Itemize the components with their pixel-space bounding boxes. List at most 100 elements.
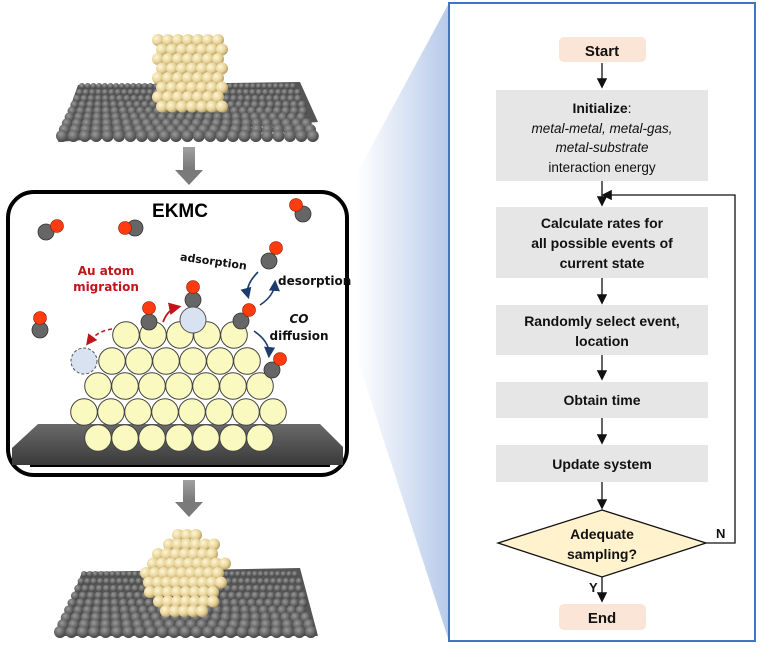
substrate-atom bbox=[281, 100, 291, 109]
au-atom bbox=[111, 424, 139, 452]
au-atom bbox=[165, 557, 177, 570]
substrate-atom bbox=[238, 130, 251, 142]
substrate-atom bbox=[222, 94, 231, 103]
substrate-atom bbox=[190, 626, 203, 638]
substrate-atom bbox=[238, 83, 245, 89]
substrate-atom bbox=[168, 626, 180, 638]
substrate-atom bbox=[213, 626, 226, 638]
start-label: Start bbox=[585, 43, 619, 60]
au-atom bbox=[183, 557, 195, 570]
au-atom bbox=[176, 62, 188, 75]
substrate-atom bbox=[93, 100, 103, 109]
substrate-atom bbox=[236, 626, 249, 638]
substrate-atom bbox=[281, 88, 289, 96]
au-atom bbox=[212, 567, 224, 579]
no-label: N bbox=[716, 526, 725, 541]
substrate-atom bbox=[77, 577, 85, 585]
substrate-atom bbox=[93, 598, 103, 608]
au-atom bbox=[192, 53, 204, 65]
flowchart: Start Initialize: metal-metal, metal-gas… bbox=[448, 2, 756, 642]
substrate-atom bbox=[215, 130, 228, 142]
au-atom bbox=[189, 586, 201, 598]
au-atom bbox=[169, 605, 181, 617]
substrate-atom bbox=[250, 577, 258, 585]
carbon-atom bbox=[184, 291, 202, 309]
substrate-atom bbox=[231, 584, 239, 593]
au-atom bbox=[152, 91, 164, 103]
oxygen-atom bbox=[242, 303, 256, 317]
au-atom bbox=[111, 372, 139, 400]
au-atom bbox=[212, 91, 224, 103]
au-atom bbox=[172, 53, 184, 65]
initialize-line-3: metal-substrate bbox=[555, 140, 648, 155]
substrate-atom bbox=[272, 83, 279, 89]
substrate-atom bbox=[96, 577, 104, 585]
decision-line-2: sampling? bbox=[567, 546, 637, 562]
substrate-atom bbox=[234, 100, 244, 109]
substrate-atom bbox=[251, 94, 259, 103]
substrate-atom bbox=[230, 88, 237, 96]
substrate-atom bbox=[113, 130, 125, 142]
substrate-atom bbox=[102, 584, 111, 593]
au-atom bbox=[185, 567, 197, 579]
substrate-atom bbox=[92, 571, 99, 577]
au-atom bbox=[152, 72, 164, 84]
substrate-atom bbox=[266, 584, 275, 593]
au-atom bbox=[207, 586, 219, 598]
au-atom bbox=[166, 62, 178, 75]
au-atom bbox=[149, 567, 161, 579]
substrate-atom bbox=[116, 94, 124, 103]
substrate-atom bbox=[274, 88, 282, 96]
au-atom bbox=[206, 576, 218, 589]
substrate-atom bbox=[304, 626, 317, 638]
au-atom bbox=[186, 81, 198, 94]
au-atom bbox=[166, 43, 178, 56]
calculate-rates-line-2: all possible events of bbox=[531, 235, 673, 251]
substrate-atom bbox=[158, 130, 171, 142]
substrate-atom bbox=[244, 83, 251, 89]
substrate-atom bbox=[56, 130, 68, 142]
substrate-atom bbox=[122, 626, 135, 638]
substrate-atom bbox=[94, 94, 103, 103]
substrate-atom bbox=[261, 83, 268, 89]
substrate-atom bbox=[238, 598, 248, 608]
migration-arrow-dashed bbox=[86, 328, 113, 346]
substrate-atom bbox=[284, 83, 291, 89]
substrate-atom bbox=[170, 130, 182, 142]
substrate-atom bbox=[272, 598, 282, 608]
au-atom bbox=[216, 81, 228, 94]
au-atom bbox=[162, 586, 174, 598]
carbon-atom bbox=[263, 361, 281, 379]
substrate-atom bbox=[148, 100, 157, 109]
substrate-atom bbox=[284, 130, 296, 142]
au-atom bbox=[178, 605, 190, 617]
substrate-atom bbox=[298, 591, 307, 600]
substrate-atom bbox=[80, 94, 88, 103]
substrate-atom bbox=[221, 598, 231, 608]
substrate-atom bbox=[266, 591, 276, 600]
substrate-atom bbox=[120, 571, 127, 577]
substrate-atom bbox=[238, 584, 246, 593]
substrate-atom bbox=[278, 83, 285, 89]
au-atom bbox=[172, 91, 184, 103]
substrate-atom bbox=[286, 571, 293, 577]
substrate-atom bbox=[269, 571, 276, 577]
au-atom bbox=[176, 43, 188, 56]
substrate-atom bbox=[141, 83, 148, 89]
substrate-atom bbox=[131, 584, 139, 593]
au-atom bbox=[152, 347, 180, 375]
substrate-atom bbox=[232, 83, 239, 89]
update-system-label: Update system bbox=[552, 456, 652, 472]
substrate-atom bbox=[90, 130, 103, 142]
substrate-atom bbox=[235, 591, 244, 600]
substrate-atom bbox=[237, 577, 245, 585]
substrate-atom bbox=[74, 584, 82, 593]
substrate-atom bbox=[101, 83, 108, 89]
au-atom bbox=[138, 372, 166, 400]
substrate-atom bbox=[88, 584, 96, 593]
ekmc-title: EKMC bbox=[152, 201, 208, 222]
au-migration-label: Au atom bbox=[78, 264, 135, 278]
au-atom bbox=[172, 538, 184, 551]
co-molecule bbox=[263, 352, 287, 379]
au-atom bbox=[212, 72, 224, 84]
